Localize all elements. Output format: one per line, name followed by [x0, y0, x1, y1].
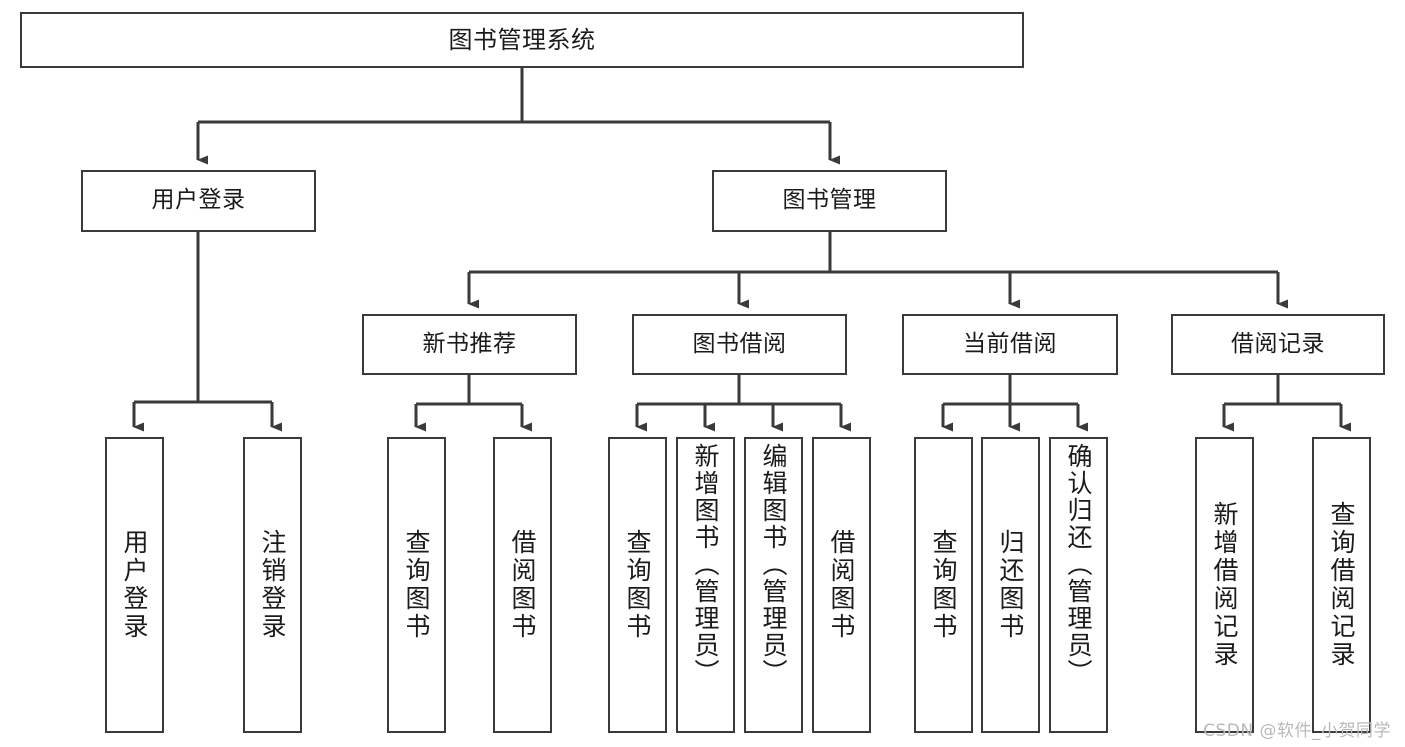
node-borrow-record[interactable]: 借阅记录 — [1171, 314, 1385, 375]
node-label: 图书管理 — [782, 187, 877, 214]
node-label: 借阅记录 — [1231, 330, 1325, 357]
node-root-system[interactable]: 图书管理系统 — [20, 12, 1024, 68]
node-book-management[interactable]: 图书管理 — [712, 170, 947, 232]
node-label: 新增借阅记录 — [1210, 501, 1239, 669]
node-label: 确认归还（管理员） — [1064, 443, 1093, 686]
node-leaf-query-book-current[interactable]: 查询图书 — [914, 437, 973, 733]
node-leaf-user-login[interactable]: 用户登录 — [105, 437, 164, 733]
node-leaf-return-book[interactable]: 归还图书 — [981, 437, 1040, 733]
node-user-login[interactable]: 用户登录 — [81, 170, 316, 232]
node-current-borrow[interactable]: 当前借阅 — [902, 314, 1118, 375]
node-label: 当前借阅 — [963, 330, 1057, 357]
node-leaf-query-book-new[interactable]: 查询图书 — [387, 437, 446, 733]
node-label: 用户登录 — [151, 187, 246, 214]
node-leaf-borrow-book[interactable]: 借阅图书 — [812, 437, 871, 733]
node-leaf-query-borrow-record[interactable]: 查询借阅记录 — [1312, 437, 1371, 733]
node-label: 借阅图书 — [508, 529, 537, 641]
node-label: 新书推荐 — [422, 330, 517, 357]
node-new-book-recommend[interactable]: 新书推荐 — [362, 314, 577, 375]
node-label: 查询图书 — [623, 529, 652, 641]
node-leaf-add-borrow-record[interactable]: 新增借阅记录 — [1195, 437, 1254, 733]
node-label: 编辑图书（管理员） — [759, 443, 788, 686]
node-label: 借阅图书 — [827, 529, 856, 641]
node-leaf-edit-book-admin[interactable]: 编辑图书（管理员） — [744, 437, 803, 733]
node-label: 图书管理系统 — [448, 25, 596, 54]
node-leaf-query-book-borrow[interactable]: 查询图书 — [608, 437, 667, 733]
node-label: 新增图书（管理员） — [691, 443, 720, 686]
node-leaf-add-book-admin[interactable]: 新增图书（管理员） — [676, 437, 735, 733]
node-leaf-logout[interactable]: 注销登录 — [243, 437, 302, 733]
csdn-watermark: CSDN @软件_小贺同学 — [1203, 721, 1391, 741]
node-label: 查询图书 — [929, 529, 958, 641]
node-label: 注销登录 — [258, 529, 287, 641]
node-leaf-borrow-book-new[interactable]: 借阅图书 — [493, 437, 552, 733]
node-label: 查询图书 — [402, 529, 431, 641]
node-label: 图书借阅 — [692, 330, 787, 357]
node-leaf-confirm-return-admin[interactable]: 确认归还（管理员） — [1049, 437, 1108, 733]
node-label: 查询借阅记录 — [1327, 501, 1356, 669]
node-label: 用户登录 — [120, 529, 149, 641]
node-label: 归还图书 — [996, 529, 1025, 641]
node-book-borrow[interactable]: 图书借阅 — [632, 314, 847, 375]
